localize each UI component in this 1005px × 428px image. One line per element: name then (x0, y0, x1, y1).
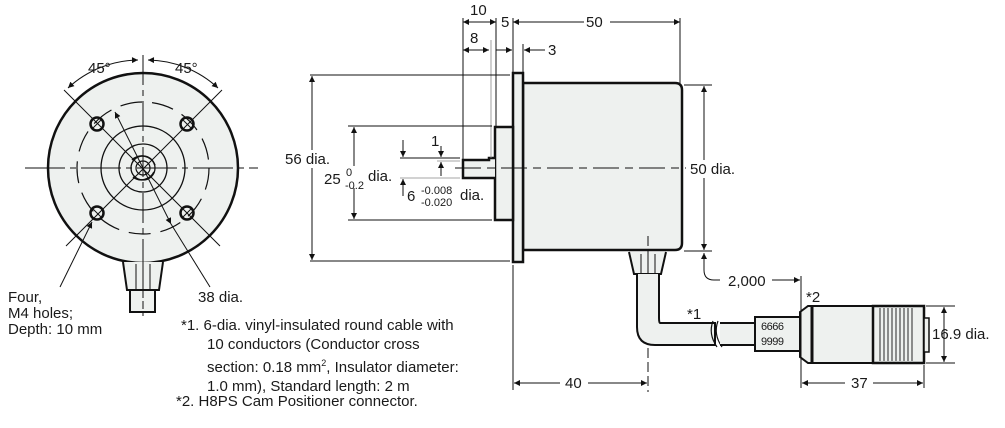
note-1-line-2: 10 conductors (Conductor cross (207, 336, 420, 353)
dim-25-suffix: dia. (368, 168, 392, 185)
dim-25-tol-upper: 0 (346, 167, 352, 179)
dim-6-tol-upper: -0.008 (421, 185, 452, 197)
dim-50-label: 50 (586, 14, 603, 31)
pcd-label: 38 dia. (198, 289, 243, 306)
connector-sleeve (754, 316, 801, 352)
front-view (25, 55, 258, 316)
angle-arc-left (67, 57, 139, 89)
dim-10-label: 10 (470, 2, 487, 19)
m4-hole (179, 116, 195, 132)
cable (636, 274, 716, 346)
connector-coupling (871, 304, 926, 365)
note-1: *1. 6-dia. vinyl-insulated round cable w… (181, 316, 459, 396)
pcd-arrow (114, 111, 172, 225)
dim-3-label: 3 (548, 42, 556, 59)
note-1-line-4: 1.0 mm), Standard length: 2 m (207, 378, 410, 395)
dim-56-label: 56 dia. (285, 151, 330, 168)
callout-1: *1 (687, 306, 701, 323)
m4-hole (179, 205, 195, 221)
m4-hole (89, 116, 105, 132)
note-1-line-1: *1. 6-dia. vinyl-insulated round cable w… (181, 317, 454, 334)
angle-arc-right (147, 57, 219, 89)
angle-right-label: 45° (175, 60, 198, 77)
dim-1-label: 1 (431, 133, 439, 150)
dim-6-label: 6 (407, 188, 415, 205)
dim-25-tol-lower: -0.2 (345, 180, 364, 192)
side-view (309, 18, 955, 392)
hole-leader (59, 221, 93, 288)
hole-note: Four, M4 holes; Depth: 10 mm (8, 289, 102, 338)
encoder-body (521, 81, 684, 252)
m4-hole (89, 205, 105, 221)
angle-left-label: 45° (88, 60, 111, 77)
dim-40-label: 40 (565, 375, 582, 392)
note-2: *2. H8PS Cam Positioner connector. (176, 393, 418, 410)
connector-grip-bottom: 9999 (761, 336, 784, 348)
dim-2000-label: 2,000 (728, 273, 766, 290)
dim-16-9-label: 16.9 dia. (932, 326, 990, 343)
dim-50-dia-label: 50 dia. (690, 161, 735, 178)
dim-6-suffix: dia. (460, 187, 484, 204)
callout-2: *2 (806, 289, 820, 306)
dim-8-label: 8 (470, 30, 478, 47)
dim-5-label: 5 (501, 14, 509, 31)
hub (493, 125, 515, 222)
note-1-line-3: section: 0.18 mm2, Insulator diameter: (207, 358, 459, 376)
cable-right (720, 322, 756, 346)
dim-37-label: 37 (851, 375, 868, 392)
dim-25-label: 25 (324, 171, 341, 188)
connector-grip-top: 6666 (761, 321, 784, 333)
dim-6-tol-lower: -0.020 (421, 197, 452, 209)
